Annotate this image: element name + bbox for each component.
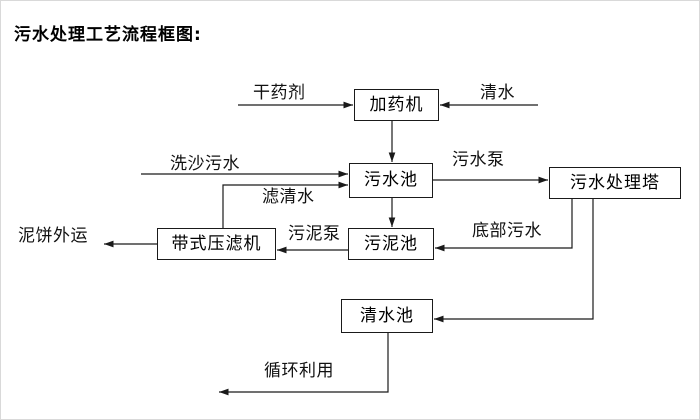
flow-label-dry-chemical: 干药剂 <box>252 83 307 103</box>
node-sludge-pool-label: 污泥池 <box>364 233 418 254</box>
arrow-tower-to-clear-water-pool <box>434 199 594 323</box>
node-sewage-pool: 污水池 <box>349 163 433 198</box>
flow-label-sand-washing-sewage: 洗沙污水 <box>169 154 241 174</box>
node-dosing-machine-label: 加药机 <box>369 94 424 115</box>
node-sludge-pool: 污泥池 <box>348 228 434 260</box>
arrow-clear-water-pool-to-recycle <box>219 333 389 396</box>
flow-label-filtered-clear-water: 滤清水 <box>261 187 316 207</box>
arrow-filtered-water-to-sewage-pool <box>222 181 348 228</box>
arrow-tower-bottom-sewage-to-sludge-pool <box>435 199 573 252</box>
node-sewage-pool-label: 污水池 <box>364 170 418 190</box>
flow-label-sewage-pump: 污水泵 <box>451 150 506 170</box>
flow-label-clear-water-inlet: 清水 <box>479 83 516 103</box>
node-belt-filter-press: 带式压滤机 <box>157 228 276 260</box>
flow-label-recycled-reuse: 循环利用 <box>263 361 335 381</box>
node-clear-water-pool-label: 清水池 <box>360 305 414 326</box>
flow-label-mud-cake-shipped-out: 泥饼外运 <box>17 226 89 246</box>
flow-label-bottom-sewage: 底部污水 <box>471 221 543 241</box>
node-belt-filter-press-label: 带式压滤机 <box>171 233 262 254</box>
flow-label-sludge-pump: 污泥泵 <box>287 224 342 244</box>
node-treatment-tower: 污水处理塔 <box>549 167 681 199</box>
node-treatment-tower-label: 污水处理塔 <box>570 172 660 193</box>
node-clear-water-pool: 清水池 <box>341 299 433 333</box>
page-title: 污水处理工艺流程框图: <box>14 25 202 45</box>
node-dosing-machine: 加药机 <box>354 89 439 121</box>
